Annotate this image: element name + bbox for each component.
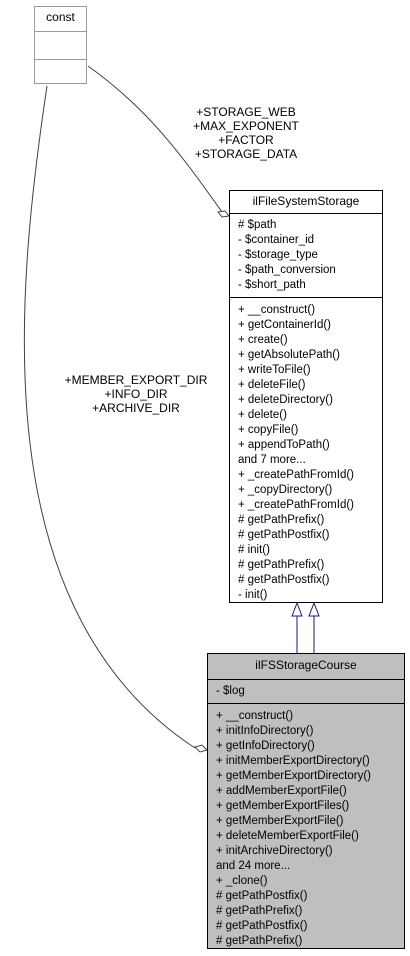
edge-label-line: +INFO_DIR xyxy=(104,387,168,401)
method-item: + __construct() xyxy=(216,710,294,722)
method-item: + deleteDirectory() xyxy=(238,394,333,406)
edge-label-line: +MAX_EXPONENT xyxy=(193,119,299,133)
method-item: + _createPathFromId() xyxy=(238,469,355,481)
method-item: + getAbsolutePath() xyxy=(238,349,340,361)
edge-label-line: +MEMBER_EXPORT_DIR xyxy=(64,373,208,387)
attribute-item: - $log xyxy=(216,685,245,697)
edge-label-line: +STORAGE_DATA xyxy=(194,147,298,161)
method-item: # getPathPostfix() xyxy=(238,574,330,586)
method-item: + _clone() xyxy=(216,875,268,887)
fs-storage-class-box[interactable]: ilFileSystemStorage # $path - $container… xyxy=(229,190,383,603)
method-item: # getPathPrefix() xyxy=(238,559,325,571)
attribute-item: - $storage_type xyxy=(238,249,318,261)
fs-storage-class-title: ilFileSystemStorage xyxy=(252,194,360,208)
attribute-item: - $short_path xyxy=(238,279,306,291)
method-item: + getMemberExportFiles() xyxy=(216,800,350,812)
method-item: # getPathPostfix() xyxy=(238,529,330,541)
attribute-item: - $path_conversion xyxy=(238,264,336,276)
method-item: + initInfoDirectory() xyxy=(216,725,314,737)
inheritance-arrowhead-2 xyxy=(308,601,320,617)
method-item: + writeToFile() xyxy=(238,364,311,376)
method-item: + addMemberExportFile() xyxy=(216,785,347,797)
course-class-box[interactable]: ilFSStorageCourse - $log + __construct()… xyxy=(207,653,405,949)
method-item: + create() xyxy=(238,334,288,346)
method-item: + deleteMemberExportFile() xyxy=(216,830,359,842)
method-item: + _createPathFromId() xyxy=(238,499,355,511)
method-item: + copyFile() xyxy=(238,424,299,436)
method-item: # getPathPostfix() xyxy=(216,890,308,902)
method-item: + getInfoDirectory() xyxy=(216,740,315,752)
method-item: + getMemberExportFile() xyxy=(216,815,344,827)
edge-label-line: +FACTOR xyxy=(218,133,274,147)
more-methods-note: and 24 more... xyxy=(216,860,291,872)
method-item: # getPathPostfix() xyxy=(216,920,308,932)
fs-storage-methods-section: + __construct() + getContainerId() + cre… xyxy=(230,297,382,604)
method-item: # getPathPrefix() xyxy=(238,514,325,526)
course-class-title: ilFSStorageCourse xyxy=(255,658,357,672)
edge-label-line: +STORAGE_WEB xyxy=(196,105,296,119)
method-item: + initMemberExportDirectory() xyxy=(216,755,370,767)
method-item: # init() xyxy=(238,544,270,556)
const-methods-section xyxy=(35,59,86,85)
method-item: # getPathPrefix() xyxy=(216,935,303,947)
method-item: # getPathPrefix() xyxy=(216,905,303,917)
association-diamond-fs-storage xyxy=(217,210,230,218)
method-item: - init() xyxy=(238,589,268,601)
method-item: + __construct() xyxy=(238,304,316,316)
attribute-item: # $path xyxy=(238,219,277,231)
const-attributes-section xyxy=(35,31,86,60)
association-edge-course xyxy=(23,85,196,749)
fs-storage-attributes-section: # $path - $container_id - $storage_type … xyxy=(230,213,382,298)
const-class-title: const xyxy=(46,10,75,24)
association-diamond-course xyxy=(194,744,208,753)
more-methods-note: and 7 more... xyxy=(238,454,306,466)
method-item: + getContainerId() xyxy=(238,319,332,331)
inheritance-arrowhead-1 xyxy=(291,601,303,617)
edge-label-line: +ARCHIVE_DIR xyxy=(92,401,180,415)
method-item: + appendToPath() xyxy=(238,439,330,451)
course-attributes-section: - $log xyxy=(208,679,404,704)
method-item: + deleteFile() xyxy=(238,379,306,391)
method-item: + delete() xyxy=(238,409,287,421)
method-item: + initArchiveDirectory() xyxy=(216,845,333,857)
association-edge-fs-storage xyxy=(87,65,223,213)
course-methods-section: + __construct() + initInfoDirectory() + … xyxy=(208,703,404,950)
const-class-box[interactable]: const xyxy=(34,6,87,84)
method-item: + _copyDirectory() xyxy=(238,484,333,496)
method-item: + getMemberExportDirectory() xyxy=(216,770,371,782)
attribute-item: - $container_id xyxy=(238,234,315,246)
